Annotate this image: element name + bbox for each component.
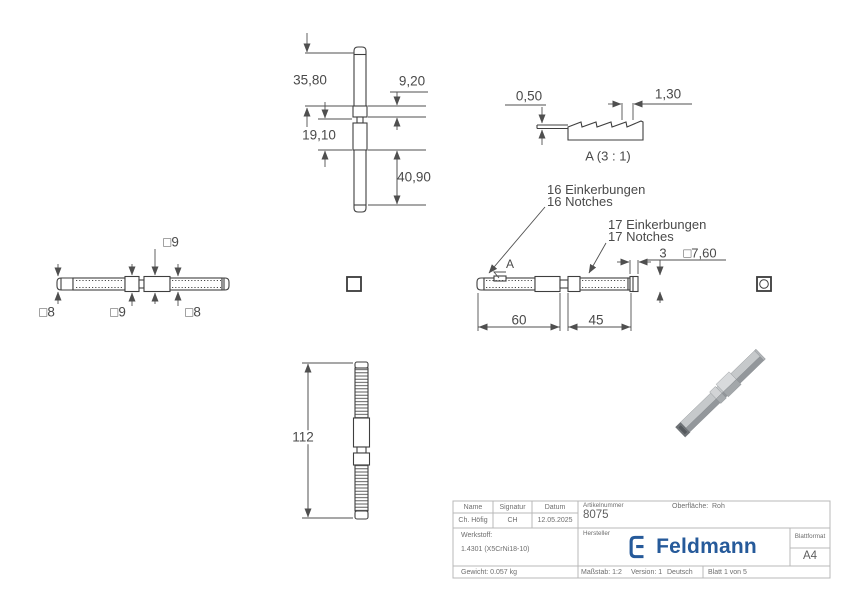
view-length-shaft — [352, 361, 371, 520]
tb-werkstoff-value: 1.4301 (X5CrNi18-10) — [461, 546, 530, 553]
tb-massstab: Maßstab: 1:2 — [581, 568, 622, 576]
tb-name-value: Ch. Höfig — [458, 517, 488, 524]
detail-caption: A (3 : 1) — [585, 148, 631, 164]
tb-datum-value: 12.05.2025 — [537, 517, 573, 524]
dim-sq7-60: □7,60 — [683, 245, 717, 261]
dim-sq9-bottom: □9 — [110, 304, 126, 320]
dim-19-10: 19,10 — [302, 127, 336, 143]
knurl-front — [486, 280, 626, 288]
tb-blattformat-value: A4 — [802, 550, 818, 562]
note-16-en: 16 Notches — [547, 194, 613, 209]
feldmann-logo-text: Feldmann — [656, 535, 757, 558]
tb-signatur-label: Signatur — [499, 503, 526, 511]
knurl-side — [76, 280, 221, 288]
end-view-square-bore — [756, 276, 772, 292]
tb-oberflaeche-label: Oberfläche: — [672, 503, 709, 510]
view-side-shaft — [56, 275, 230, 293]
dim-3: 3 — [659, 245, 667, 261]
tb-signatur-value: CH — [507, 517, 518, 524]
tb-blattformat-label: Blattformat — [794, 533, 826, 540]
note-17-de: 17 Einkerbungen — [608, 217, 707, 232]
dims-detail-a — [505, 100, 692, 145]
dim-sq8-left: □8 — [39, 304, 55, 320]
tb-oberflaeche-value: Roh — [712, 503, 725, 510]
dim-9-20: 9,20 — [398, 73, 426, 89]
note-17-en: 17 Notches — [608, 229, 674, 244]
tb-artikelnummer-label: Artikelnummer — [583, 502, 624, 509]
dim-40-90: 40,90 — [397, 169, 431, 185]
feldmann-logo-icon — [629, 535, 644, 559]
note-16-de: 16 Einkerbungen — [547, 182, 646, 197]
tb-werkstoff-label: Werkstoff: — [461, 532, 493, 539]
tb-name-label: Name — [463, 503, 483, 511]
tb-hersteller-label: Hersteller — [583, 530, 610, 537]
dim-0-50: 0,50 — [515, 88, 543, 104]
dims-front-shaft — [477, 206, 726, 331]
dims-top-shaft — [303, 33, 428, 206]
dim-112: 112 — [289, 430, 317, 444]
tb-blatt: Blatt 1 von 5 — [708, 568, 747, 576]
tb-version: Version: 1 — [631, 568, 663, 576]
end-view-square — [346, 276, 362, 292]
tb-gewicht: Gewicht: 0.057 kg — [461, 568, 518, 576]
dim-60: 60 — [511, 312, 527, 328]
detail-marker-a: A — [505, 257, 515, 271]
feldmann-logo: Feldmann — [598, 530, 786, 564]
tb-sprache: Deutsch — [667, 568, 693, 576]
titleblock-grid — [452, 500, 831, 579]
dim-sq9-top: □9 — [163, 234, 179, 250]
tb-datum-label: Datum — [544, 503, 566, 511]
dim-35-80: 35,80 — [293, 72, 327, 88]
dim-45: 45 — [588, 312, 604, 328]
dim-1-30: 1,30 — [654, 86, 682, 102]
tb-artikelnummer-value: 8075 — [583, 509, 609, 521]
dim-sq8-right: □8 — [185, 304, 201, 320]
view-detail-a — [536, 120, 644, 141]
view-top-shaft — [352, 46, 368, 213]
dims-side-shaft — [54, 249, 182, 306]
view-front-shaft — [476, 275, 639, 293]
render-3d — [675, 349, 766, 438]
